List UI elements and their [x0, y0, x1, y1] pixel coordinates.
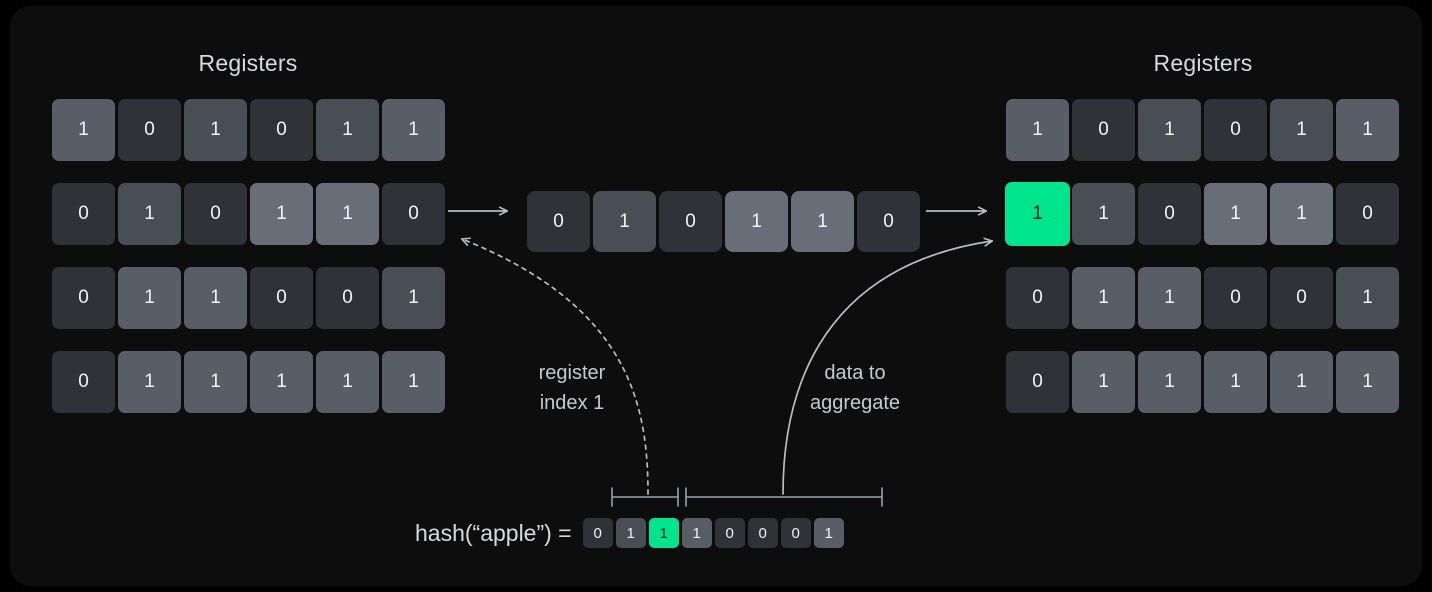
left-register-cell-r3-c5: 1	[382, 351, 445, 413]
right-register-cell-r2-c1: 1	[1072, 267, 1135, 329]
left-register-cell-r2-c4: 0	[316, 267, 379, 329]
extracted-cell-c4: 1	[791, 191, 854, 252]
right-register-cell-r1-c5: 0	[1336, 183, 1399, 245]
hash-bit-c3: 1	[681, 518, 712, 548]
hash-function-label: hash(“apple”) =	[415, 519, 572, 546]
left-register-cell-r1-c3: 1	[250, 183, 313, 245]
right-register-cell-r0-c2: 1	[1138, 99, 1201, 161]
left-register-cell-r0-c1: 0	[118, 99, 181, 161]
left-register-cell-r3-c0: 0	[52, 351, 115, 413]
right-register-cell-r0-c3: 0	[1204, 99, 1267, 161]
left-register-cell-r1-c4: 1	[316, 183, 379, 245]
extracted-cell-c3: 1	[725, 191, 788, 252]
right-register-cell-r2-c2: 1	[1138, 267, 1201, 329]
right-register-cell-r1-c4: 1	[1270, 183, 1333, 245]
left-register-cell-r3-c3: 1	[250, 351, 313, 413]
left-register-cell-r2-c0: 0	[52, 267, 115, 329]
right-register-cell-r3-c4: 1	[1270, 351, 1333, 413]
left-registers-title: Registers	[198, 50, 298, 76]
right-register-cell-r2-c0: 0	[1006, 267, 1069, 329]
data-bits-bracket	[685, 487, 883, 507]
right-register-cell-r0-c4: 1	[1270, 99, 1333, 161]
left-register-cell-r1-c1: 1	[118, 183, 181, 245]
left-register-cell-r2-c2: 1	[184, 267, 247, 329]
left-register-cell-r1-c5: 0	[382, 183, 445, 245]
right-register-cell-r3-c5: 1	[1336, 351, 1399, 413]
right-register-cell-r3-c0: 0	[1006, 351, 1069, 413]
left-register-cell-r0-c2: 1	[184, 99, 247, 161]
extracted-cell-c2: 0	[659, 191, 722, 252]
left-register-cell-r3-c1: 1	[118, 351, 181, 413]
right-register-cell-r1-c2: 0	[1138, 183, 1201, 245]
left-register-cell-r1-c0: 0	[52, 183, 115, 245]
right-registers-title: Registers	[1153, 50, 1253, 76]
right-register-cell-r2-c5: 1	[1336, 267, 1399, 329]
left-register-cell-r3-c2: 1	[184, 351, 247, 413]
extracted-cell-c0: 0	[527, 191, 590, 252]
hash-bit-c6: 0	[780, 518, 811, 548]
right-register-cell-r3-c2: 1	[1138, 351, 1201, 413]
right-register-cell-r2-c3: 0	[1204, 267, 1267, 329]
right-register-cell-r3-c1: 1	[1072, 351, 1135, 413]
hash-bit-c4: 0	[714, 518, 745, 548]
right-register-cell-r2-c4: 0	[1270, 267, 1333, 329]
left-register-cell-r1-c2: 0	[184, 183, 247, 245]
right-register-cell-r0-c1: 0	[1072, 99, 1135, 161]
hash-bit-c5: 0	[747, 518, 778, 548]
left-register-cell-r0-c4: 1	[316, 99, 379, 161]
right-register-cell-r0-c0: 1	[1006, 99, 1069, 161]
right-register-cell-r1-c1: 1	[1072, 183, 1135, 245]
left-register-cell-r0-c0: 1	[52, 99, 115, 161]
data-to-aggregate-label: data to aggregate	[809, 362, 901, 414]
right-register-cell-r3-c3: 1	[1204, 351, 1267, 413]
extracted-cell-c1: 1	[593, 191, 656, 252]
hash-bit-c2: 1	[648, 518, 679, 548]
hash-bit-c1: 1	[615, 518, 646, 548]
hash-bit-c7: 1	[813, 518, 844, 548]
left-register-cell-r2-c5: 1	[382, 267, 445, 329]
left-register-cell-r0-c3: 0	[250, 99, 313, 161]
register-index-label: register index 1	[538, 362, 606, 414]
hash-bit-c0: 0	[582, 518, 613, 548]
right-register-cell-r1-c3: 1	[1204, 183, 1267, 245]
left-register-cell-r0-c5: 1	[382, 99, 445, 161]
left-register-cell-r2-c3: 0	[250, 267, 313, 329]
extracted-cell-c5: 0	[857, 191, 920, 252]
right-register-cell-r0-c5: 1	[1336, 99, 1399, 161]
left-register-cell-r2-c1: 1	[118, 267, 181, 329]
right-register-cell-r1-c0: 1	[1005, 182, 1070, 246]
left-register-cell-r3-c4: 1	[316, 351, 379, 413]
index-bits-bracket	[611, 487, 679, 507]
